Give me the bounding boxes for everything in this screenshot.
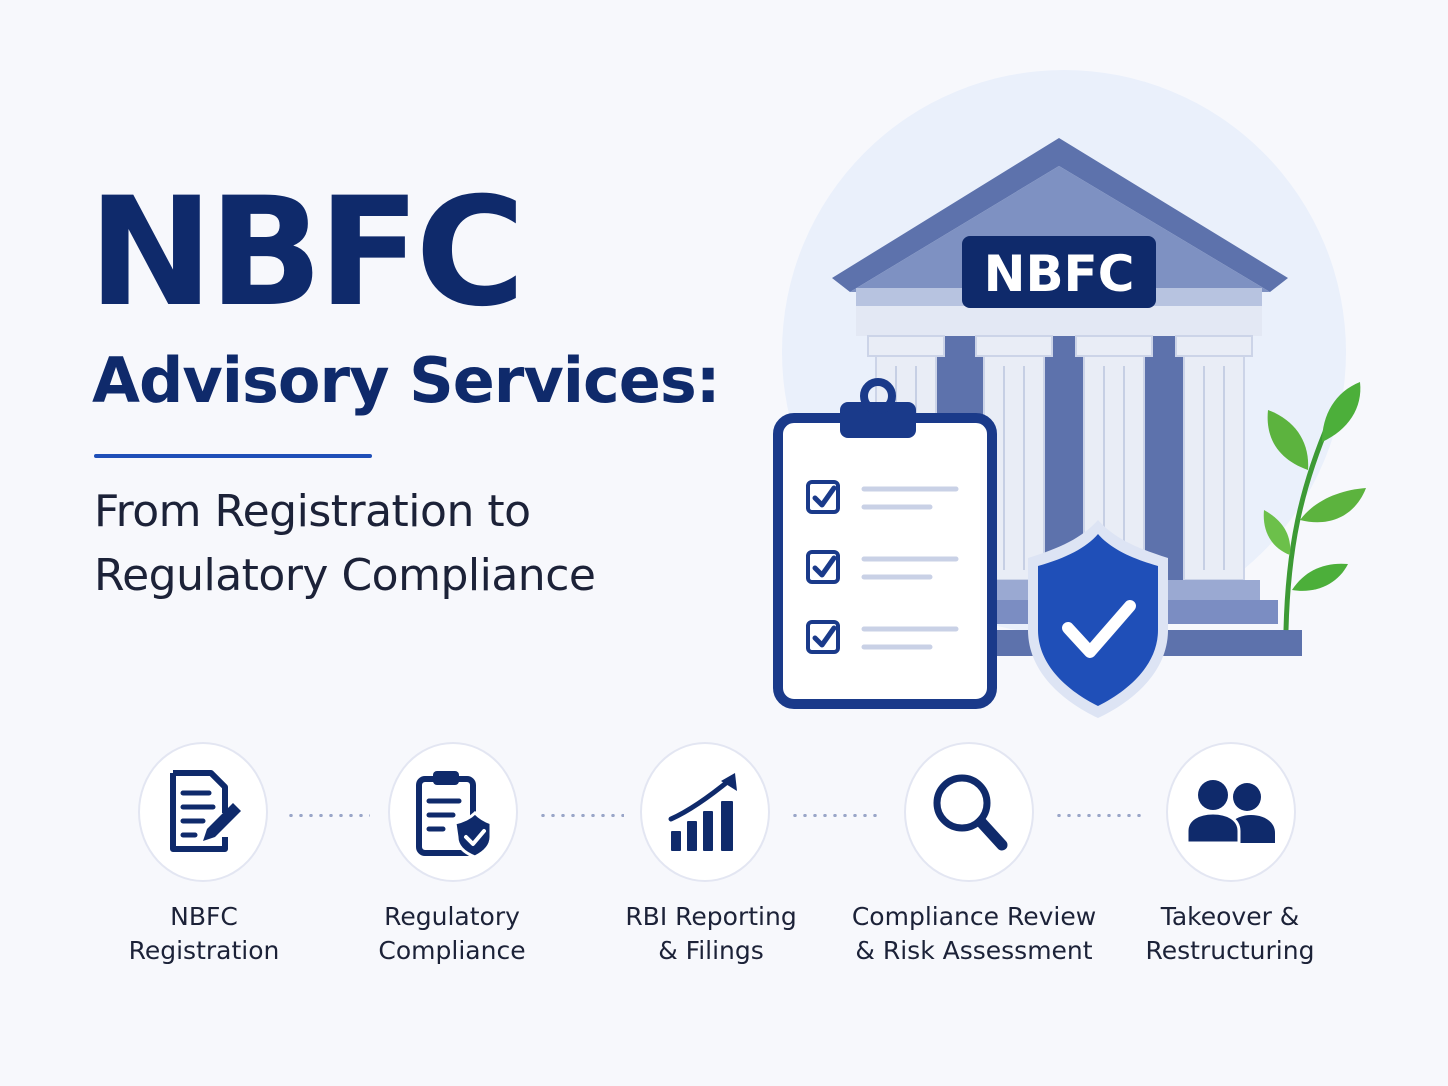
building-sign-plate xyxy=(962,236,1156,308)
step-label-line: Takeover & xyxy=(1160,902,1300,931)
step-label-line: Regulatory xyxy=(384,902,520,931)
hero-subtitle: Advisory Services: xyxy=(92,344,721,417)
step-label: NBFC Registration xyxy=(74,900,334,968)
step-connector xyxy=(286,814,370,817)
step-takeover-restructuring[interactable] xyxy=(1166,742,1296,882)
hero-tagline: From Registration to Regulatory Complian… xyxy=(94,480,596,608)
shield-check-icon xyxy=(1028,520,1168,718)
clipboard-shield-icon xyxy=(416,771,493,859)
document-edit-icon xyxy=(170,770,241,852)
step-label: Compliance Review & Risk Assessment xyxy=(844,900,1104,968)
tagline-line-2: Regulatory Compliance xyxy=(94,550,596,601)
step-compliance-review[interactable] xyxy=(904,742,1034,882)
hero-title: NBFC xyxy=(88,166,525,340)
tagline-line-1: From Registration to xyxy=(94,486,531,537)
growth-chart-icon xyxy=(668,773,737,851)
building-sign-text: NBFC xyxy=(984,245,1135,303)
step-label-line: RBI Reporting xyxy=(625,902,797,931)
step-label: Regulatory Compliance xyxy=(322,900,582,968)
step-connector xyxy=(790,814,882,817)
step-label: Takeover & Restructuring xyxy=(1100,900,1360,968)
leaf-plant-icon xyxy=(1263,382,1366,631)
users-icon xyxy=(1185,780,1275,845)
step-label-line: Registration xyxy=(128,936,280,965)
step-label-line: NBFC xyxy=(170,902,238,931)
step-label-line: Compliance xyxy=(378,936,526,965)
step-nbfc-registration[interactable] xyxy=(138,742,268,882)
step-connector xyxy=(538,814,624,817)
search-icon xyxy=(933,774,1008,851)
clipboard-checklist-icon xyxy=(773,378,997,709)
step-label-line: Restructuring xyxy=(1145,936,1315,965)
step-rbi-reporting[interactable] xyxy=(640,742,770,882)
step-label-line: & Risk Assessment xyxy=(855,936,1093,965)
hero-illustration: NBFC xyxy=(773,70,1366,718)
step-label-line: & Filings xyxy=(658,936,764,965)
title-divider xyxy=(94,454,372,458)
step-label-line: Compliance Review xyxy=(851,902,1097,931)
step-regulatory-compliance[interactable] xyxy=(388,742,518,882)
step-label: RBI Reporting & Filings xyxy=(581,900,841,968)
step-connector xyxy=(1054,814,1146,817)
